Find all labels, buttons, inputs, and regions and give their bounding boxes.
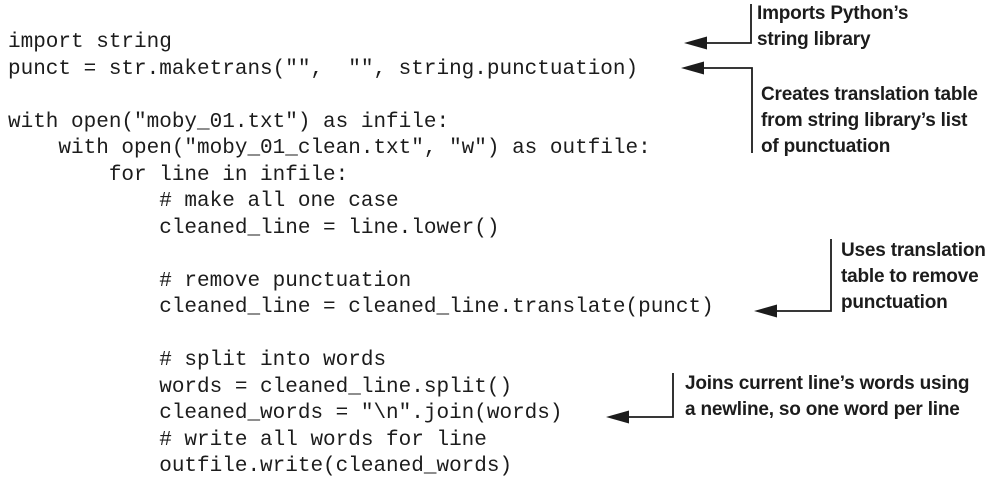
code-listing: import string punct = str.maketrans("", … — [8, 31, 714, 478]
annotation-uses-translation-table: Uses translation table to remove punctua… — [841, 240, 986, 313]
arrow-left-icon — [754, 304, 777, 318]
annotation-joins-words-newline: Joins current line’s words using a newli… — [685, 373, 970, 420]
annotation-imports-string-library: Imports Python’s string library — [757, 3, 909, 50]
annotation-creates-translation-table: Creates translation table from string li… — [761, 84, 978, 157]
connector-line-uses-table — [776, 239, 832, 312]
